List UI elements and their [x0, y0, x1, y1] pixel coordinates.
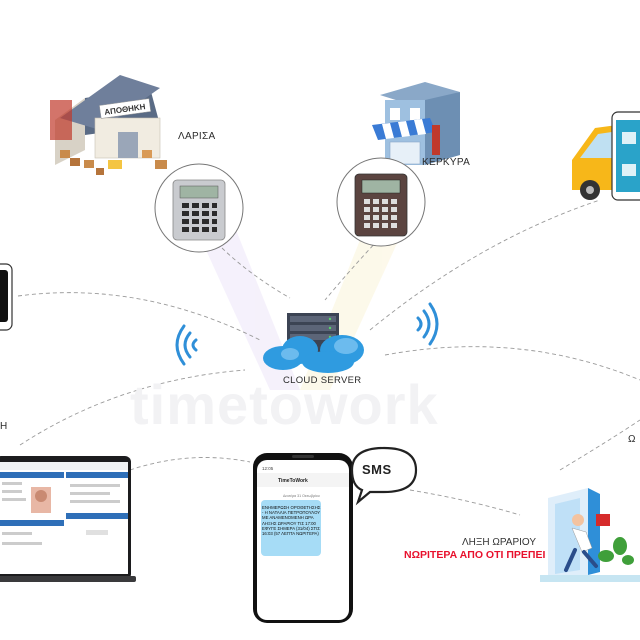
location-label-larisa: ΛΑΡΙΣΑ — [178, 131, 216, 142]
smartphone-icon — [253, 453, 353, 623]
left-edge-label: Η — [0, 421, 8, 432]
link-right-edge — [384, 346, 640, 381]
cloud-server-icon — [263, 313, 364, 373]
wifi-signal-icon — [175, 324, 198, 366]
early-leave-warning: ΝΩΡΙΤΕΡΑ ΑΠΟ ΟΤΙ ΠΡΕΠΕΙ — [404, 549, 546, 561]
laptop-dashboard-icon — [0, 456, 136, 582]
phone-message-date: Δευτέρα 31 Οκτωβρίου — [283, 494, 320, 498]
shop-icon — [372, 82, 460, 165]
location-label-kerkyra: ΚΕΡΚΥΡΑ — [422, 157, 471, 168]
link-left-device — [17, 292, 261, 341]
brand-watermark: timetowork — [130, 373, 439, 436]
phone-sms-message: ΕΝΗΜΕΡΩΣΗ ΟΡΟΘΕΤΗΣΗΣ - Η ΝΑΤΑΛΙΑ ΠΕΤΡΟΠΟ… — [262, 505, 321, 537]
phone-status-time: 12:05 — [262, 466, 274, 471]
sms-label: SMS — [362, 462, 392, 477]
link-right-lower — [559, 419, 640, 471]
delivery-truck-icon — [572, 111, 640, 201]
warehouse-icon: ΑΠΟΘΗΚΗ — [50, 75, 167, 175]
link-truck — [369, 199, 601, 331]
connection-lines — [17, 199, 640, 516]
link-laptop — [19, 369, 246, 446]
link-laptop-phone — [129, 457, 251, 471]
sms-bubble-icon — [350, 446, 418, 506]
left-edge-device — [0, 263, 13, 331]
cloud-server-label: CLOUD SERVER — [283, 375, 362, 386]
keypad-terminal-icon — [336, 157, 426, 247]
link-sms-exit — [409, 489, 521, 516]
link-keypad-left — [221, 247, 291, 299]
shift-end-label: ΛΗΞΗ ΩΡΑΡΙΟΥ — [462, 537, 537, 548]
exit-door-runner-icon — [540, 488, 640, 582]
keypad-terminal-icon — [154, 163, 244, 253]
wifi-signal-icon — [416, 302, 439, 346]
right-edge-label: Ω — [628, 434, 636, 445]
phone-app-title: TimeToWork — [278, 478, 308, 484]
